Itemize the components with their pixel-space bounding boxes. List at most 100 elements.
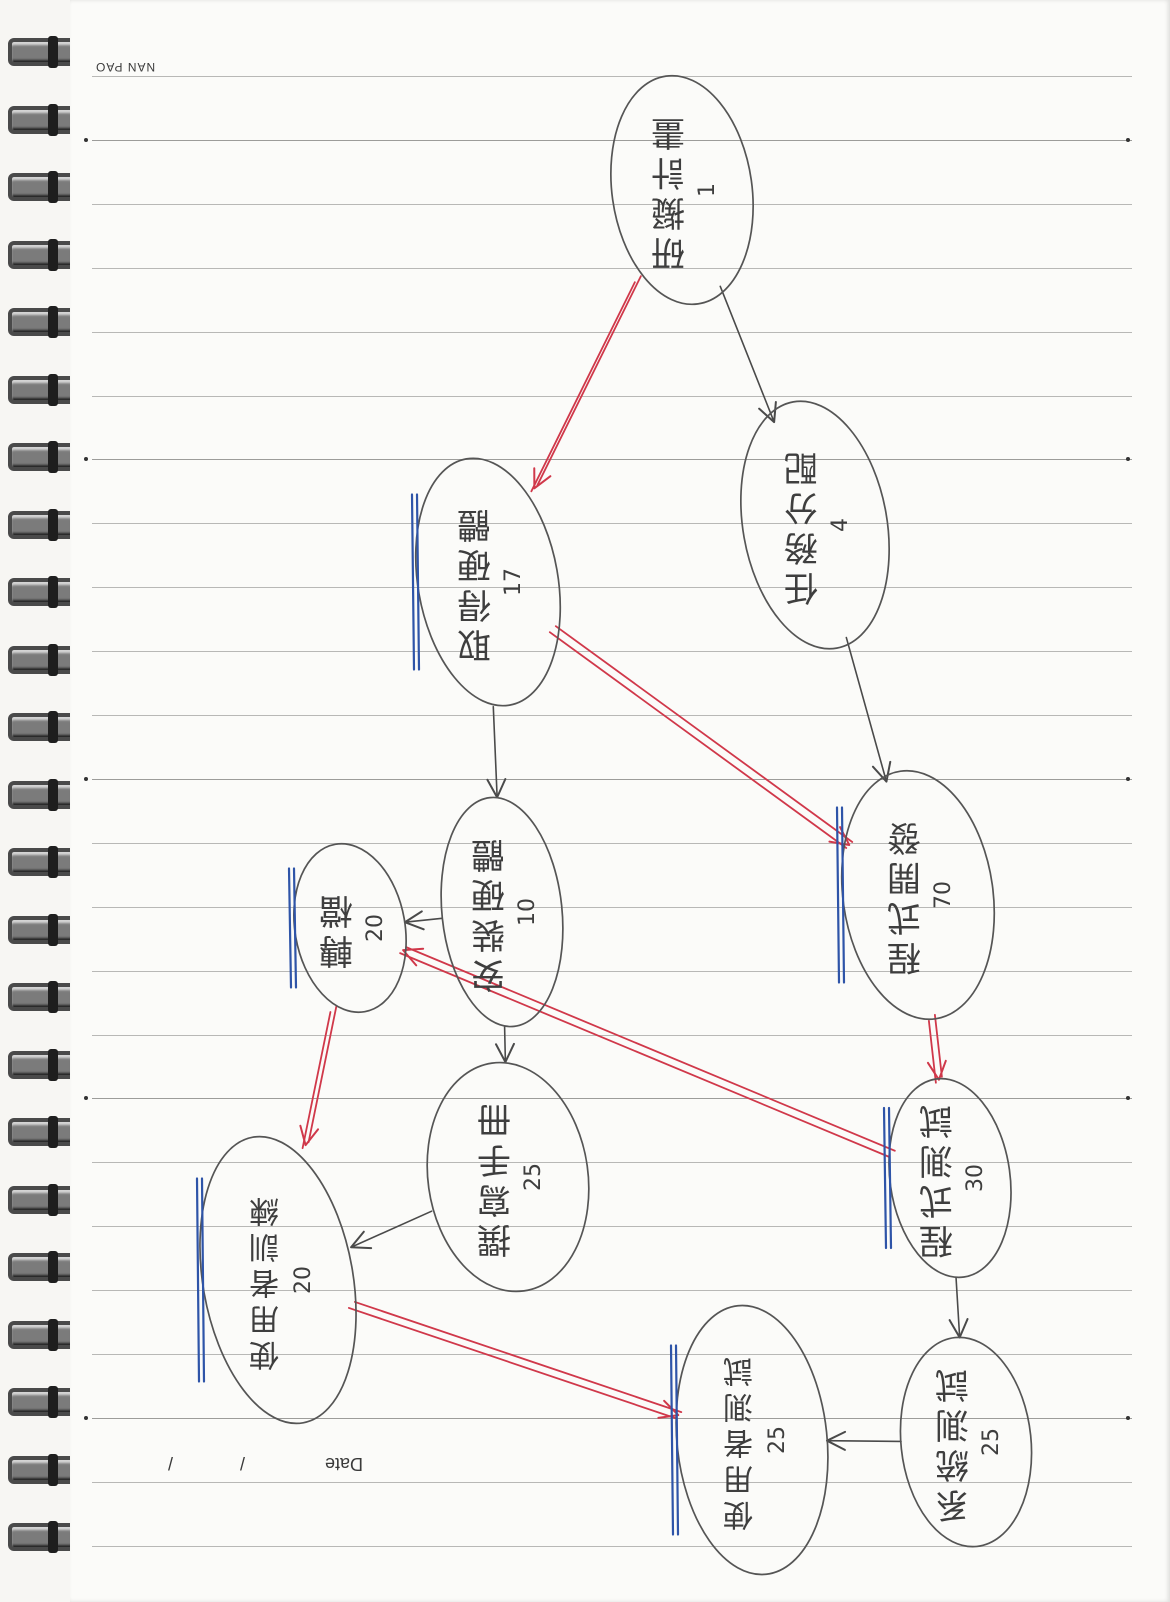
ruled-line	[92, 715, 1132, 716]
ruled-line	[92, 1098, 1132, 1099]
binding-ring	[8, 441, 76, 473]
node-label: 研擬計畫	[651, 112, 685, 272]
edge-n4-n8	[926, 1013, 947, 1084]
binding-ring	[8, 711, 76, 743]
critical-underline	[835, 806, 841, 984]
node-duration: 25	[979, 1428, 1004, 1456]
margin-dot	[1126, 777, 1130, 781]
binding-ring	[8, 643, 76, 676]
ruled-line	[92, 204, 1132, 205]
ruled-line	[92, 651, 1132, 652]
edge-n7-n9	[350, 1210, 433, 1250]
ruled-line	[92, 907, 1132, 908]
edge-n9-n11	[347, 1301, 683, 1420]
node-ellipse	[440, 796, 564, 1028]
arrow-head-icon	[926, 1059, 947, 1081]
ruled-line	[92, 1354, 1132, 1355]
ruled-line	[92, 76, 1132, 77]
node-label: 撰寫手冊	[477, 1099, 511, 1259]
node-label: 轉檔	[319, 890, 353, 970]
critical-underline	[287, 867, 293, 989]
arrow-head-icon	[299, 1124, 320, 1147]
margin-dot	[84, 1096, 88, 1100]
node-duration: 20	[363, 914, 388, 942]
node-n6: 轉檔 20	[287, 842, 407, 1014]
arrow-head-icon	[402, 947, 425, 967]
binding-ring	[8, 36, 76, 68]
edge-n1-n2	[719, 285, 777, 424]
ruled-line	[92, 396, 1132, 397]
ruled-line	[92, 459, 1132, 460]
critical-underline	[840, 806, 846, 984]
margin-dot	[84, 138, 88, 142]
ruled-line	[92, 523, 1132, 524]
margin-dot	[1126, 457, 1130, 461]
node-duration: 30	[963, 1164, 988, 1192]
binding-ring	[8, 103, 76, 136]
edge-n1-n3	[530, 275, 642, 493]
margin-dot	[84, 457, 88, 461]
ruled-line	[92, 843, 1132, 844]
edge-n6-n9	[299, 1005, 338, 1150]
spiral-binding	[0, 0, 76, 1602]
node-ellipse	[739, 400, 891, 650]
arrow-head-icon	[657, 1399, 680, 1419]
critical-underline	[882, 1106, 888, 1250]
node-duration: 25	[765, 1426, 790, 1454]
margin-dot	[84, 777, 88, 781]
lined-paper	[70, 0, 1170, 1602]
node-n11: 使用者測試 25	[669, 1304, 829, 1576]
node-duration: 25	[521, 1163, 546, 1191]
node-duration: 4	[828, 518, 853, 532]
node-label: 使用者測試	[723, 1353, 753, 1532]
ruled-line	[92, 779, 1132, 780]
arrow-head-icon	[533, 467, 552, 490]
binding-ring	[8, 778, 76, 811]
binding-ring	[8, 1048, 76, 1081]
edge-n8-n6	[399, 946, 896, 1158]
margin-dot	[1126, 1096, 1130, 1100]
node-n2: 任務分配 4	[739, 400, 891, 650]
binding-ring	[8, 1386, 76, 1418]
critical-underline	[292, 867, 298, 989]
node-duration: 10	[515, 898, 540, 926]
node-label: 任務分配	[784, 447, 818, 607]
node-ellipse	[610, 74, 754, 306]
critical-underline	[887, 1106, 893, 1250]
ruled-line	[92, 1482, 1132, 1483]
ruled-line	[92, 1162, 1132, 1163]
node-ellipse	[899, 1336, 1033, 1548]
edge-n2-n4	[845, 636, 892, 783]
critical-underline	[410, 493, 416, 671]
node-label: 取得硬體	[457, 504, 491, 664]
ruled-line	[92, 1226, 1132, 1227]
node-n8: 程式測試 30	[882, 1077, 1012, 1279]
margin-dot	[1126, 1416, 1130, 1420]
node-duration: 70	[931, 881, 956, 909]
margin-dot	[1126, 138, 1130, 142]
arrow-head-icon	[350, 1230, 373, 1250]
binding-ring	[8, 508, 76, 541]
ruled-line	[92, 140, 1132, 141]
node-duration: 17	[501, 568, 526, 596]
ruled-line	[92, 268, 1132, 269]
edge-n3-n5	[486, 705, 507, 799]
edge-n10-n11	[825, 1430, 902, 1451]
node-duration: 1	[695, 183, 720, 197]
edge-n5-n7	[494, 1026, 515, 1064]
binding-ring	[8, 846, 76, 878]
edge-n3-n4	[548, 625, 854, 849]
arrow-head-icon	[871, 760, 892, 783]
node-n1: 研擬計畫 1	[610, 74, 754, 306]
node-label: 使用者訓練	[249, 1193, 279, 1372]
node-label: 程式測試	[919, 1100, 953, 1260]
ruled-line	[92, 1290, 1132, 1291]
ruled-line	[92, 1035, 1132, 1036]
ruled-line	[92, 587, 1132, 588]
